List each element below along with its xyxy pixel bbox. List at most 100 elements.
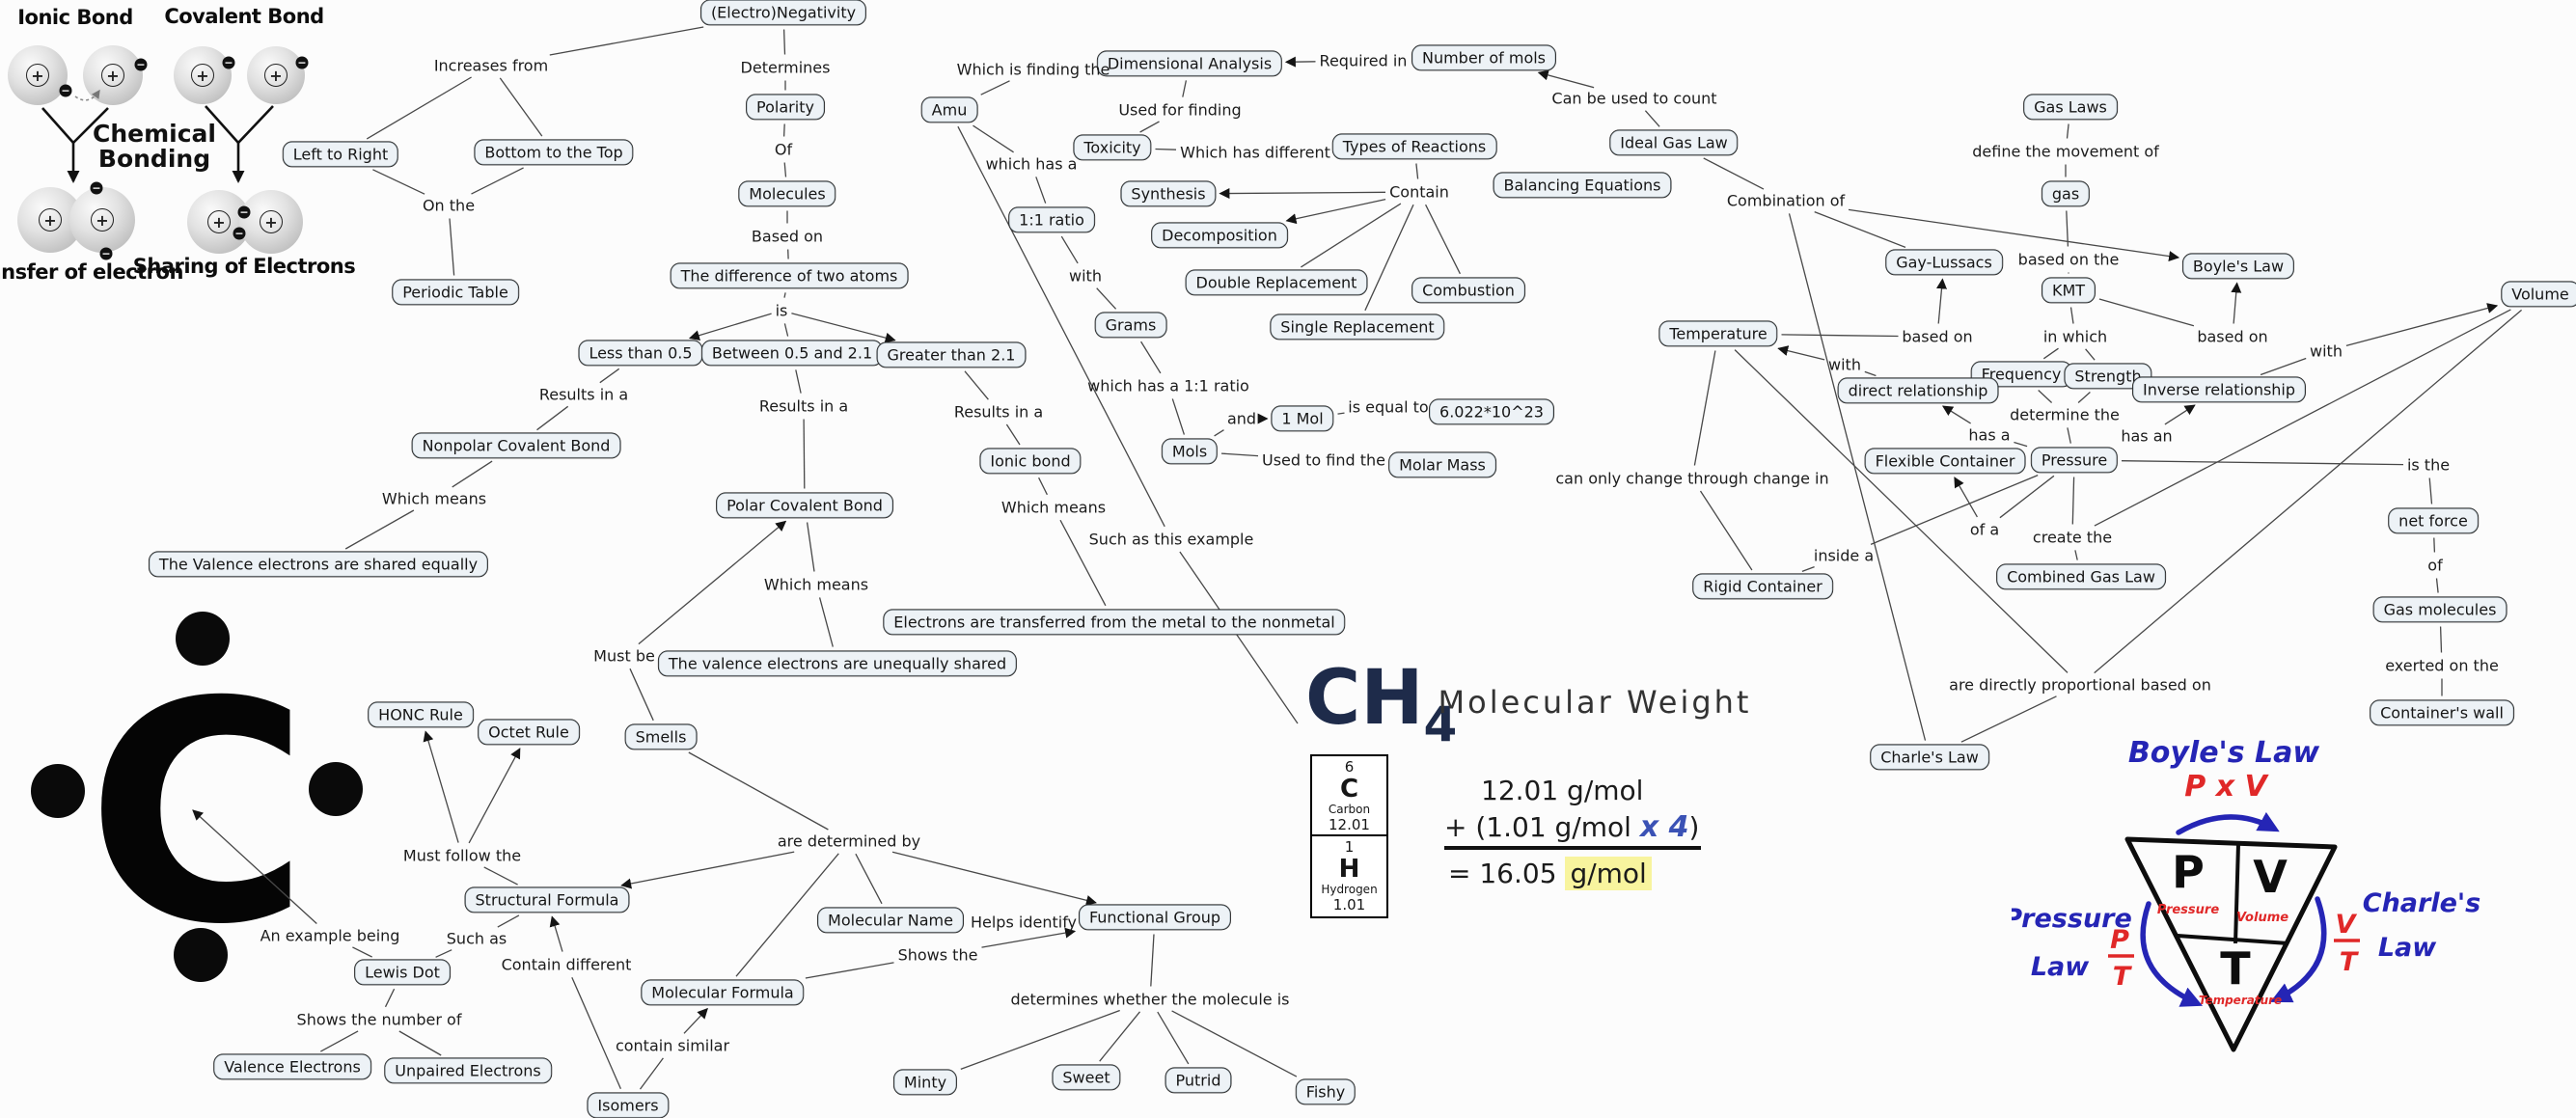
concept-node-ratio11[interactable]: 1:1 ratio <box>1008 206 1095 233</box>
concept-node-less05[interactable]: Less than 0.5 <box>578 340 703 367</box>
concept-node-number_mols[interactable]: Number of mols <box>1411 44 1557 71</box>
edge-label-with_iv[interactable]: with <box>2310 341 2343 361</box>
concept-node-double_replacement[interactable]: Double Replacement <box>1185 269 1368 296</box>
concept-node-decomposition[interactable]: Decomposition <box>1151 222 1288 249</box>
concept-node-combined_gas[interactable]: Combined Gas Law <box>1996 563 2166 590</box>
concept-node-molecular_formula[interactable]: Molecular Formula <box>641 979 805 1006</box>
edge-label-which_means_c[interactable]: Which means <box>1000 498 1107 517</box>
edge-label-can_count[interactable]: Can be used to count <box>1551 89 1717 108</box>
concept-node-containers_wall[interactable]: Container's wall <box>2370 699 2514 726</box>
edge-label-has_an[interactable]: has an <box>2121 426 2173 446</box>
edge-label-are_prop[interactable]: are directly proportional based on <box>1949 675 2211 695</box>
concept-node-smells[interactable]: Smells <box>624 723 698 750</box>
concept-node-types_reactions[interactable]: Types of Reactions <box>1331 133 1497 160</box>
concept-node-flexible[interactable]: Flexible Container <box>1864 448 2026 475</box>
concept-node-net_force[interactable]: net force <box>2388 507 2479 534</box>
concept-node-pressure[interactable]: Pressure <box>2030 447 2119 474</box>
edge-label-results_a[interactable]: Results in a <box>538 385 629 404</box>
concept-node-electrons_transferred[interactable]: Electrons are transferred from the metal… <box>883 609 1346 636</box>
concept-node-gas_molecules[interactable]: Gas molecules <box>2372 596 2507 623</box>
concept-node-single_replacement[interactable]: Single Replacement <box>1270 314 1445 341</box>
edge-label-used_for_finding[interactable]: Used for finding <box>1118 100 1242 120</box>
edge-label-which_is_finding[interactable]: Which is finding the <box>956 60 1110 79</box>
concept-node-amu[interactable]: Amu <box>920 96 978 123</box>
concept-node-temperature[interactable]: Temperature <box>1658 320 1778 347</box>
edge-label-results_c[interactable]: Results in a <box>953 402 1044 422</box>
edge-label-and_lbl[interactable]: and <box>1226 409 1257 428</box>
edge-label-combination[interactable]: Combination of <box>1726 191 1846 210</box>
edge-label-determines[interactable]: Determines <box>740 58 831 77</box>
edge-label-which_means_a[interactable]: Which means <box>381 489 487 508</box>
concept-node-octet[interactable]: Octet Rule <box>478 719 580 746</box>
edge-label-such_as[interactable]: Such as <box>446 929 507 948</box>
concept-node-avogadro[interactable]: 6.022*10^23 <box>1429 398 1554 425</box>
edge-label-shows_number[interactable]: Shows the number of <box>296 1010 462 1029</box>
edge-label-used_to_find[interactable]: Used to find the <box>1262 450 1385 470</box>
edge-label-such_example[interactable]: Such as this example <box>1088 530 1254 549</box>
edge-label-is_lbl[interactable]: is <box>775 301 788 320</box>
concept-node-toxicity[interactable]: Toxicity <box>1073 134 1152 161</box>
concept-node-isomers[interactable]: Isomers <box>587 1092 670 1118</box>
concept-node-structural[interactable]: Structural Formula <box>464 886 630 913</box>
edge-label-in_which[interactable]: in which <box>2042 327 2108 346</box>
concept-node-gas_laws[interactable]: Gas Laws <box>2023 94 2118 121</box>
edge-label-must_be[interactable]: Must be <box>593 646 655 666</box>
concept-node-kmt[interactable]: KMT <box>2041 277 2096 304</box>
concept-node-bottom_to_top[interactable]: Bottom to the Top <box>474 139 634 166</box>
concept-node-mols[interactable]: Mols <box>1161 438 1219 465</box>
edge-label-based_on[interactable]: Based on <box>751 227 824 246</box>
concept-node-shared_equally[interactable]: The Valence electrons are shared equally <box>148 551 489 578</box>
edge-label-increases_from[interactable]: Increases from <box>433 56 549 75</box>
edge-label-has_a[interactable]: has a <box>1968 425 2011 445</box>
concept-node-combustion[interactable]: Combustion <box>1411 277 1525 304</box>
concept-node-ideal_gas[interactable]: Ideal Gas Law <box>1609 129 1739 156</box>
edge-label-which_has_ratio[interactable]: which has a 1:1 ratio <box>1087 376 1249 395</box>
concept-node-honc[interactable]: HONC Rule <box>368 701 474 728</box>
concept-node-left_to_right[interactable]: Left to Right <box>282 141 399 168</box>
edge-label-based_on_the[interactable]: based on the <box>2017 250 2120 269</box>
edge-label-determine_the[interactable]: determine the <box>2010 405 2120 424</box>
concept-node-nonpolar[interactable]: Nonpolar Covalent Bond <box>411 432 621 459</box>
concept-node-unequally_shared[interactable]: The valence electrons are unequally shar… <box>657 650 1018 677</box>
concept-node-periodic_table[interactable]: Periodic Table <box>392 279 519 306</box>
concept-node-balancing[interactable]: Balancing Equations <box>1493 172 1672 199</box>
concept-node-polarity[interactable]: Polarity <box>746 94 825 121</box>
edge-label-based_on_gl[interactable]: based on <box>1902 327 1973 346</box>
concept-node-fishy[interactable]: Fishy <box>1295 1078 1357 1105</box>
concept-node-ionic_bond[interactable]: Ionic bond <box>979 448 1082 475</box>
concept-node-gay_lussacs[interactable]: Gay-Lussacs <box>1885 249 2003 276</box>
edge-label-inside_a[interactable]: inside a <box>1813 546 1875 565</box>
edge-label-is_the[interactable]: is the <box>2406 455 2451 475</box>
concept-node-synthesis[interactable]: Synthesis <box>1120 180 1217 207</box>
edge-label-with_dr[interactable]: with <box>1828 355 1861 374</box>
concept-node-polar[interactable]: Polar Covalent Bond <box>716 492 893 519</box>
edge-label-is_equal[interactable]: is equal to <box>1348 397 1429 417</box>
edge-label-exerted[interactable]: exerted on the <box>2385 656 2499 675</box>
edge-label-determines_whether[interactable]: determines whether the molecule is <box>1010 990 1290 1009</box>
edge-label-define_movement[interactable]: define the movement of <box>1972 142 2159 161</box>
concept-node-rigid[interactable]: Rigid Container <box>1692 573 1833 600</box>
edge-label-which_has_a[interactable]: which has a <box>985 154 1078 174</box>
concept-node-dimensional[interactable]: Dimensional Analysis <box>1096 50 1283 77</box>
concept-node-molecular_name[interactable]: Molecular Name <box>817 907 964 934</box>
concept-node-between[interactable]: Between 0.5 and 2.1 <box>700 340 884 367</box>
edge-label-on_the[interactable]: On the <box>422 196 476 215</box>
edge-label-results_b[interactable]: Results in a <box>758 396 849 416</box>
concept-node-sweet[interactable]: Sweet <box>1052 1064 1121 1091</box>
edge-label-required_in[interactable]: Required in <box>1319 51 1408 70</box>
edge-label-shows_the[interactable]: Shows the <box>897 945 978 965</box>
edge-label-contain_different[interactable]: Contain different <box>501 955 632 974</box>
concept-node-functional_group[interactable]: Functional Group <box>1078 904 1232 931</box>
edge-label-must_follow[interactable]: Must follow the <box>402 846 522 865</box>
edge-label-of_lbl[interactable]: Of <box>774 140 793 159</box>
concept-node-volume[interactable]: Volume <box>2501 281 2576 308</box>
edge-label-of_a[interactable]: of a <box>1969 520 2000 539</box>
edge-label-an_example[interactable]: An example being <box>260 926 400 945</box>
concept-node-molecules[interactable]: Molecules <box>738 180 836 207</box>
edge-label-contain[interactable]: Contain <box>1389 182 1449 202</box>
edge-label-with_ratio[interactable]: with <box>1069 266 1102 286</box>
edge-label-which_has_diff[interactable]: Which has different <box>1180 143 1330 162</box>
edge-label-are_determined[interactable]: are determined by <box>777 832 921 851</box>
concept-node-gas[interactable]: gas <box>2041 180 2091 207</box>
concept-node-grams[interactable]: Grams <box>1094 312 1167 339</box>
